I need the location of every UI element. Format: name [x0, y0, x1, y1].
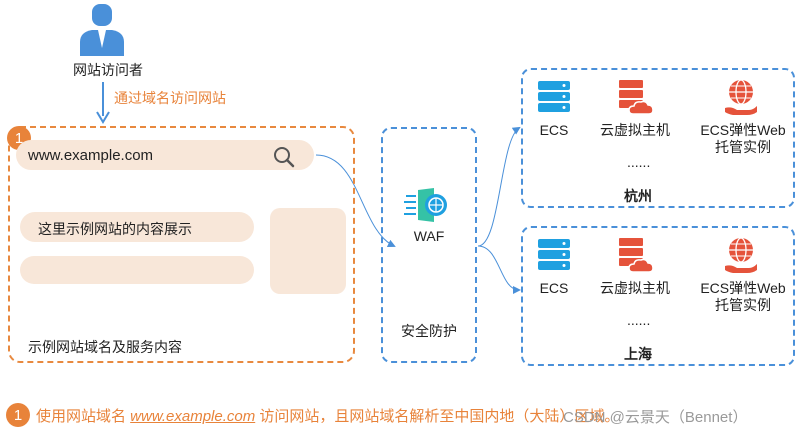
website-caption: 示例网站域名及服务内容	[28, 339, 182, 355]
step-number-badge: 1	[6, 403, 30, 427]
waf-caption: 安全防护	[401, 323, 457, 339]
url-text: www.example.com	[28, 147, 154, 164]
url-bar[interactable]	[16, 140, 314, 170]
content-text: 这里示例网站的内容展示	[38, 221, 192, 237]
resource-label: 云虚拟主机	[600, 122, 670, 138]
footnote: 使用网站域名 www.example.com 访问网站，且网站域名解析至中国内地…	[36, 405, 619, 426]
cloud-host-icon	[619, 238, 654, 273]
region-name-hangzhou: 杭州	[624, 188, 652, 204]
waf-to-hangzhou-connector	[477, 126, 521, 247]
server-icon	[538, 239, 570, 270]
footnote-domain-link[interactable]: www.example.com	[130, 408, 256, 425]
search-icon[interactable]	[272, 145, 296, 169]
region-name-shanghai: 上海	[624, 346, 652, 362]
server-icon	[538, 81, 570, 112]
cloud-host-icon	[619, 80, 654, 115]
waf-shield-icon	[404, 188, 447, 222]
visitor-label: 网站访问者	[73, 62, 143, 78]
watermark: CSDN @云景天（Bennet）	[563, 409, 748, 426]
access-step-label: 通过域名访问网站	[114, 90, 226, 106]
content-placeholder-bar	[20, 212, 254, 242]
resource-label: ECS弹性Web 托管实例	[700, 280, 786, 313]
content-placeholder-block	[270, 208, 346, 294]
resource-label: ECS	[539, 122, 569, 138]
resource-label: ECS弹性Web 托管实例	[700, 122, 786, 155]
region-box-shanghai: ECS 云虚拟主机 ECS弹性Web 托管实例 ...... 上海	[521, 226, 795, 366]
resource-label: ECS	[539, 280, 569, 296]
footnote-suffix: 访问网站，且网站域名解析至中国内地（大陆）区域。	[255, 408, 620, 425]
down-arrow-icon	[96, 82, 110, 124]
waf-box	[381, 127, 477, 363]
user-icon	[80, 4, 124, 56]
content-placeholder-bar	[20, 256, 254, 284]
website-box	[8, 126, 355, 363]
waf-to-shanghai-connector	[477, 245, 521, 294]
more-indicator: ......	[627, 154, 651, 170]
more-indicator: ......	[627, 312, 651, 328]
url-to-waf-connector	[315, 154, 396, 248]
region-box-hangzhou: ECS 云虚拟主机 ECS弹性Web 托管实例 ...... 杭州	[521, 68, 795, 208]
footnote-prefix: 使用网站域名	[36, 408, 131, 425]
web-hosting-icon	[725, 237, 757, 273]
resource-label: 云虚拟主机	[600, 280, 670, 296]
waf-label: WAF	[413, 228, 445, 244]
web-hosting-icon	[725, 79, 757, 115]
